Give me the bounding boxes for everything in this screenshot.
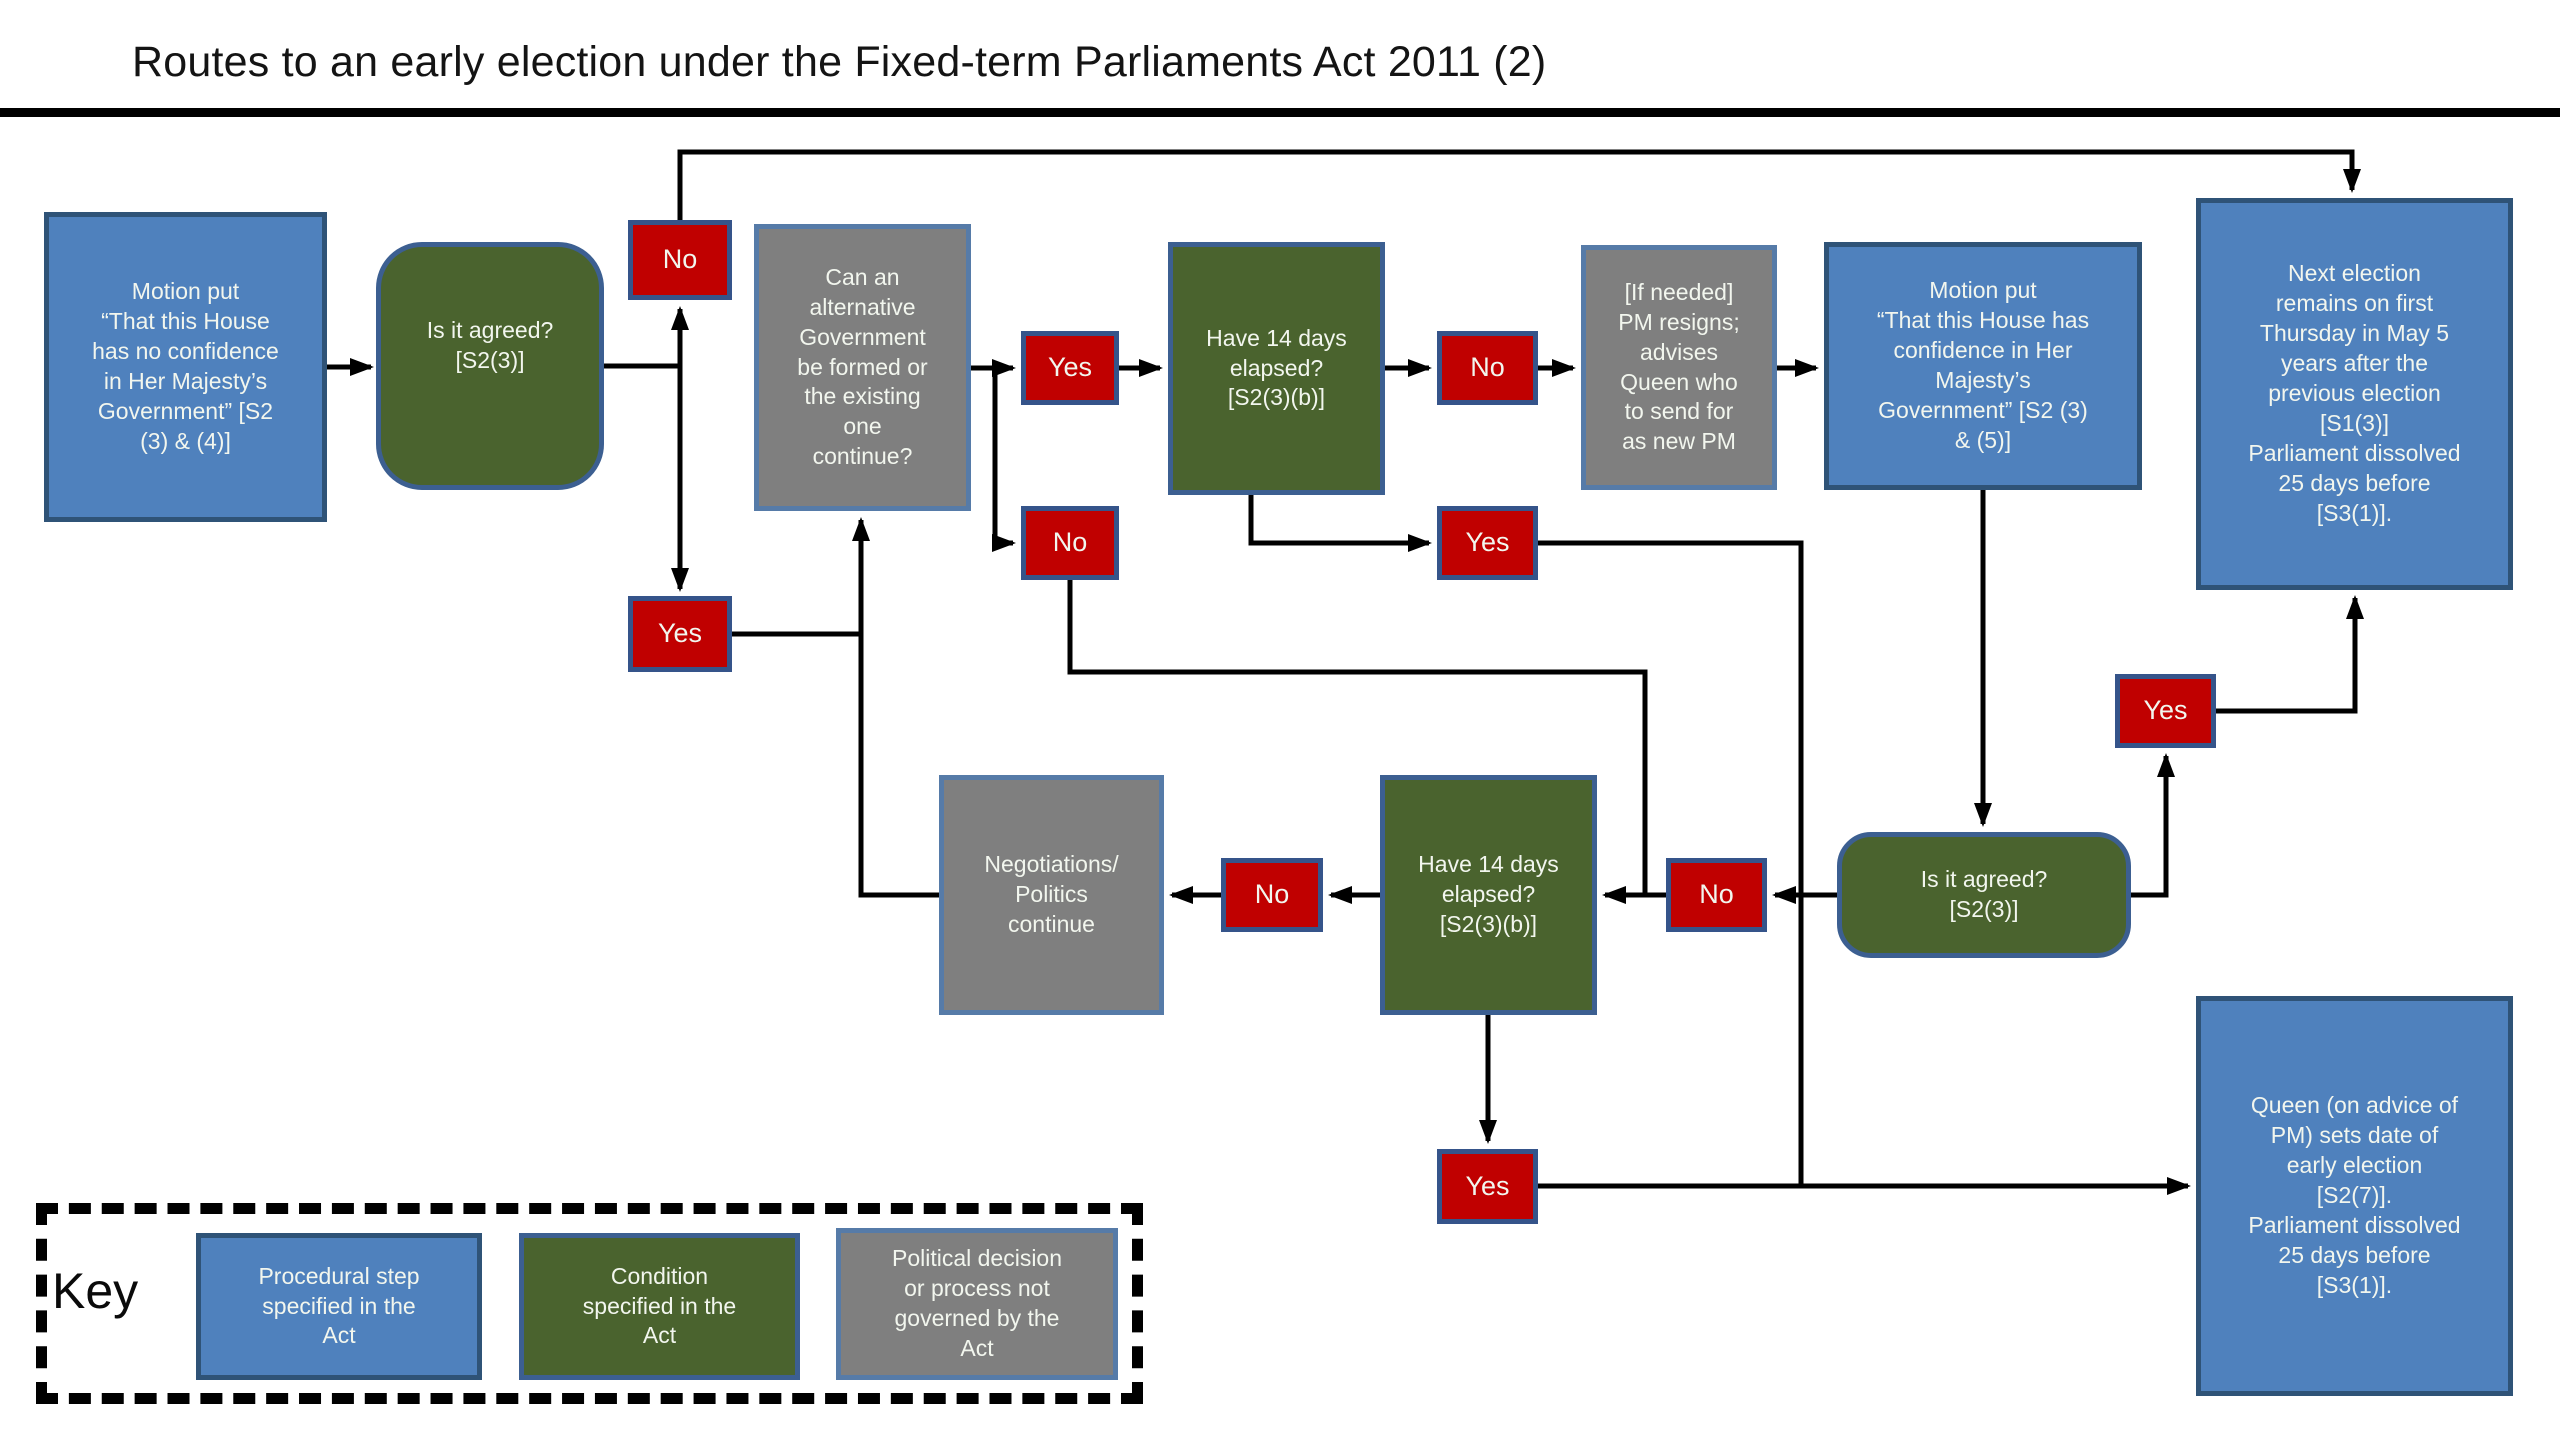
key-item-procedural: Procedural step specified in the Act bbox=[196, 1233, 482, 1380]
decision-yes-4: Yes bbox=[2115, 674, 2216, 748]
key-heading: Key bbox=[52, 1263, 139, 1319]
key-panel bbox=[36, 1203, 1143, 1404]
decision-yes-2: Yes bbox=[1021, 331, 1119, 405]
node-have-14-days-2: Have 14 days elapsed? [S2(3)(b)] bbox=[1380, 775, 1597, 1015]
key-item-condition: Condition specified in the Act bbox=[519, 1233, 800, 1380]
node-next-election: Next election remains on first Thursday … bbox=[2196, 198, 2513, 590]
page-title: Routes to an early election under the Fi… bbox=[132, 38, 1547, 86]
decision-no-3: No bbox=[1437, 331, 1538, 405]
node-is-it-agreed-1: Is it agreed? [S2(3)] bbox=[376, 242, 604, 490]
node-motion-no-confidence: Motion put “That this House has no confi… bbox=[44, 212, 327, 522]
decision-no-4: No bbox=[1221, 858, 1323, 932]
node-is-it-agreed-2: Is it agreed? [S2(3)] bbox=[1837, 832, 2131, 958]
node-queen-sets-date: Queen (on advice of PM) sets date of ear… bbox=[2196, 996, 2513, 1396]
node-negotiations-continue: Negotiations/ Politics continue bbox=[939, 775, 1164, 1015]
title-rule bbox=[0, 108, 2560, 117]
decision-no-1: No bbox=[628, 220, 732, 300]
decision-yes-1: Yes bbox=[628, 596, 732, 672]
decision-yes-5: Yes bbox=[1437, 1149, 1538, 1224]
node-have-14-days-1: Have 14 days elapsed? [S2(3)(b)] bbox=[1168, 242, 1385, 495]
node-pm-resigns: [If needed] PM resigns; advises Queen wh… bbox=[1581, 245, 1777, 490]
node-can-alternative-government: Can an alternative Government be formed … bbox=[754, 224, 971, 511]
node-motion-confidence: Motion put “That this House has confiden… bbox=[1824, 242, 2142, 490]
decision-no-2: No bbox=[1021, 506, 1119, 580]
decision-no-5: No bbox=[1666, 858, 1767, 932]
decision-yes-3: Yes bbox=[1437, 506, 1538, 580]
key-item-political: Political decision or process not govern… bbox=[836, 1228, 1118, 1380]
